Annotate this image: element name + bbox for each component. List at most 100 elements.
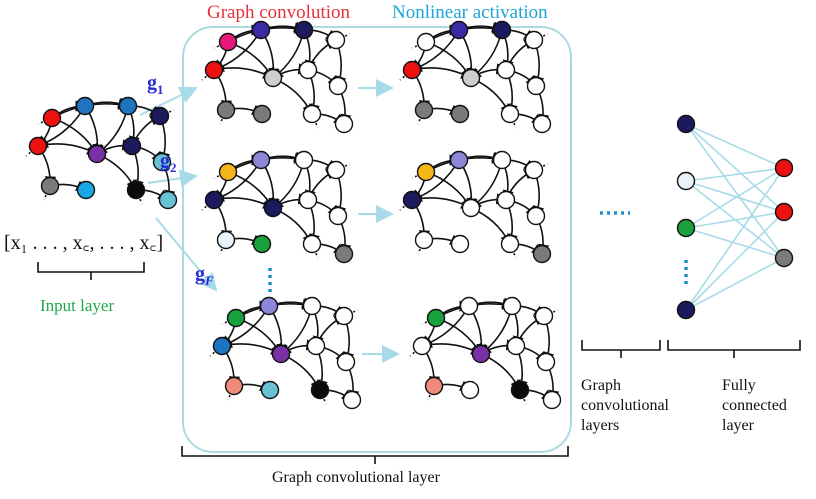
arrow-to-branch-F (155, 217, 218, 292)
arrow-to-branch-2 (147, 169, 198, 188)
graph-node (334, 114, 354, 134)
graph-node (402, 60, 422, 80)
graph-node (502, 296, 522, 316)
conv-layer-frame (182, 26, 572, 453)
graph-node (526, 76, 546, 96)
graph-node (310, 380, 330, 400)
filter-g2-label: g2 (160, 150, 177, 175)
graph-node (294, 150, 314, 170)
graph-node (536, 352, 556, 372)
conv-layers-bracket (581, 340, 661, 358)
graph-node (294, 20, 314, 40)
graph-node (342, 390, 362, 410)
graph-node (302, 104, 322, 124)
graph-node (542, 390, 562, 410)
graph-node (271, 344, 291, 364)
graph-node (226, 308, 246, 328)
graph-node (263, 68, 283, 88)
graph-node (414, 230, 434, 250)
fc-output-node (774, 202, 794, 222)
graph-node (218, 162, 238, 182)
graph-node (326, 160, 346, 180)
fully-connected-label: Fully connected layer (722, 377, 787, 434)
graph-node (424, 376, 444, 396)
graph-conv-layers-label: Graph convolutional layers (581, 377, 669, 434)
fc-input-node (676, 114, 696, 134)
graph-node (216, 100, 236, 120)
conv-graph-F (209, 296, 362, 410)
graph-node (414, 100, 434, 120)
input-formula: [x₁ . . . , x꜀, . . . , x꜀] (4, 232, 164, 254)
graph-node (449, 20, 469, 40)
activation-graph-2 (399, 150, 552, 264)
graph-node (251, 150, 271, 170)
graph-node (500, 234, 520, 254)
graph-node (260, 380, 280, 400)
graph-node (334, 306, 354, 326)
graph-node (218, 32, 238, 52)
graph-node (224, 376, 244, 396)
graph-node (150, 106, 170, 126)
graph-node (328, 76, 348, 96)
fc-edge (685, 123, 785, 213)
graph-node (416, 32, 436, 52)
graph-node (40, 176, 60, 196)
graph-node (334, 244, 354, 264)
graph-node (122, 136, 142, 156)
graph-node (252, 234, 272, 254)
graph-node (450, 104, 470, 124)
fc-edge (685, 167, 785, 229)
fc-layer-bracket (667, 340, 801, 358)
graph-node (524, 160, 544, 180)
fc-edge (685, 123, 785, 259)
graph-node (259, 296, 279, 316)
graph-node (534, 306, 554, 326)
fc-edge (685, 211, 785, 229)
graph-node (118, 96, 138, 116)
graph-node (449, 150, 469, 170)
graph-node (460, 380, 480, 400)
graph-node (298, 190, 318, 210)
graph-node (412, 336, 432, 356)
fc-input-node (676, 171, 696, 191)
graph-node (532, 114, 552, 134)
graph-node (526, 206, 546, 226)
filter-gF-label: gF (195, 263, 214, 288)
conv-graph-2 (201, 150, 354, 264)
graph-node (216, 230, 236, 250)
fc-output-node (774, 248, 794, 268)
graph-node (328, 206, 348, 226)
graph-node (204, 60, 224, 80)
conv-layer-bracket (181, 446, 569, 464)
fc-edge (685, 167, 785, 311)
graph-node (326, 30, 346, 50)
graph-node (450, 234, 470, 254)
graph-node (336, 352, 356, 372)
fc-edge (685, 180, 785, 213)
input-layer-label: Input layer (40, 296, 115, 315)
graph-node (252, 104, 272, 124)
graph-node (298, 60, 318, 80)
graph-node (212, 336, 232, 356)
filter-g1-label: g1 (147, 72, 164, 97)
graph-node (302, 234, 322, 254)
graph-node (492, 150, 512, 170)
graph-node (471, 344, 491, 364)
input-graph (25, 96, 178, 210)
fc-edge (685, 167, 785, 182)
graph-node (532, 244, 552, 264)
graph-node (75, 96, 95, 116)
input-bracket (37, 262, 145, 280)
graph-node (461, 198, 481, 218)
fc-input-node (676, 218, 696, 238)
graph-node (87, 144, 107, 164)
graph-node (492, 20, 512, 40)
graph-node (426, 308, 446, 328)
graph-conv-layer-bottom-label: Graph convolutional layer (272, 469, 440, 486)
fc-edge (685, 211, 785, 311)
graph-node (251, 20, 271, 40)
graph-node (76, 180, 96, 200)
graph-node (496, 60, 516, 80)
